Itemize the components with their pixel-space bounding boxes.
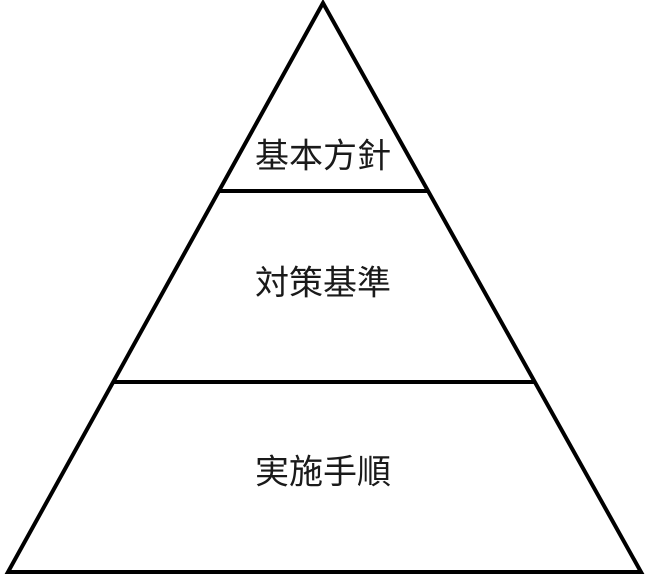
tier-label-procedures: 実施手順 [255,453,391,493]
tier-label-standards: 対策基準 [255,264,391,304]
tier-label-basic-policy: 基本方針 [255,137,391,177]
pyramid-outline [4,0,645,574]
